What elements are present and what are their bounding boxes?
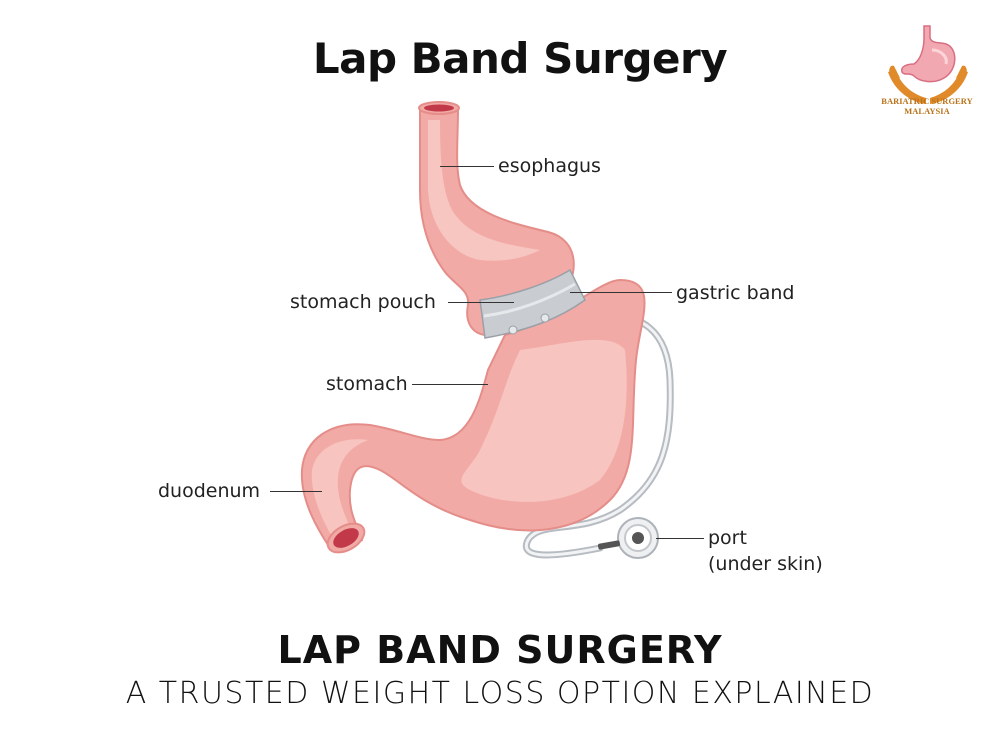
- logo-text: BARIATRIC SURGERY: [881, 96, 973, 106]
- logo-text-country: MALAYSIA: [904, 106, 950, 116]
- footer-subtitle: A TRUSTED WEIGHT LOSS OPTION EXPLAINED: [125, 676, 875, 711]
- label-duodenum: duodenum: [158, 480, 261, 502]
- leader-port: [656, 538, 704, 539]
- stomach-in-hands-icon: [888, 25, 968, 104]
- leader-stomach-pouch: [448, 302, 514, 303]
- page-title: Lap Band Surgery: [312, 34, 728, 83]
- port-icon: [597, 517, 659, 559]
- gastric-band: [479, 268, 586, 339]
- label-esophagus: esophagus: [498, 155, 601, 177]
- label-port: port: [708, 527, 747, 549]
- label-stomach-pouch: stomach pouch: [290, 291, 436, 313]
- footer-title: LAP BAND SURGERY: [277, 628, 723, 672]
- leader-gastric-band: [570, 292, 672, 293]
- leader-stomach: [412, 384, 488, 385]
- leader-esophagus: [440, 166, 494, 167]
- label-stomach: stomach: [326, 373, 408, 395]
- label-port-location: (under skin): [708, 553, 823, 575]
- leader-duodenum: [270, 491, 322, 492]
- label-gastric-band: gastric band: [676, 282, 795, 304]
